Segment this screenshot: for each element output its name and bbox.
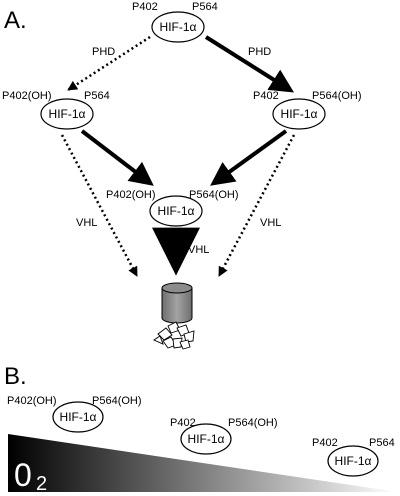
- node-right-protein: HIF-1α: [281, 107, 318, 121]
- state-high-oxygen: P402(OH) P564(OH) HIF-1α: [7, 395, 142, 433]
- node-right-residue-left: P402: [253, 90, 279, 102]
- peptide-fragments-icon: [153, 321, 195, 350]
- state-mid-oxygen: P402 P564(OH) HIF-1α: [170, 417, 278, 455]
- node-bottom-residue-left: P402(OH): [106, 189, 156, 201]
- state-2-protein: HIF-1α: [188, 432, 225, 446]
- arrow-right-to-proteasome: [217, 134, 296, 277]
- node-left: P402(OH) P564 HIF-1α: [2, 90, 110, 130]
- enzyme-label-right: PHD: [248, 46, 271, 58]
- state-1-residue-right: P564(OH): [92, 395, 142, 407]
- node-top-residue-right: P564: [192, 1, 218, 13]
- node-left-ellipse: [40, 98, 94, 130]
- state-2-residue-left: P402: [170, 417, 196, 429]
- node-right-ellipse: [272, 98, 326, 130]
- arrow-top-to-left: [67, 35, 151, 92]
- node-right-residue-right: P564(OH): [312, 90, 362, 102]
- arrow-left-to-bottom: [80, 129, 154, 186]
- node-bottom-residue-right: P564(OH): [189, 189, 239, 201]
- state-1-residue-left: P402(OH): [7, 395, 57, 407]
- ligase-label-left: VHL: [76, 217, 97, 229]
- state-3-residue-right: P564: [369, 437, 395, 449]
- ligase-label-center: VHL: [188, 244, 209, 256]
- node-top: P402 P564 HIF-1α: [132, 1, 218, 43]
- enzyme-label-left: PHD: [92, 46, 115, 58]
- node-right: P402 P564(OH) HIF-1α: [253, 90, 362, 130]
- panel-b-label: B.: [4, 363, 27, 390]
- state-low-oxygen: P402 P564 HIF-1α: [312, 437, 395, 477]
- panel-a-label: A.: [4, 7, 27, 34]
- state-3-protein: HIF-1α: [335, 454, 372, 468]
- proteasome-icon: [161, 282, 193, 324]
- node-bottom: P402(OH) P564(OH) HIF-1α: [106, 189, 239, 227]
- arrow-left-to-proteasome: [60, 134, 139, 277]
- state-1-protein: HIF-1α: [60, 410, 97, 424]
- node-left-residue-left: P402(OH): [2, 90, 52, 102]
- node-bottom-ellipse: [149, 195, 203, 227]
- node-top-ellipse: [151, 11, 205, 43]
- oxygen-label: 0: [14, 457, 32, 493]
- arrow-right-to-bottom: [210, 129, 288, 186]
- oxygen-gradient-wedge: [8, 434, 398, 492]
- state-3-residue-left: P402: [312, 437, 338, 449]
- ligase-label-right: VHL: [260, 217, 281, 229]
- node-top-protein: HIF-1α: [160, 20, 197, 34]
- arrow-top-to-right: [204, 35, 295, 93]
- state-1-ellipse: [52, 401, 104, 433]
- node-bottom-protein: HIF-1α: [158, 204, 195, 218]
- node-left-residue-right: P564: [84, 90, 110, 102]
- oxygen-label-subscript: 2: [36, 473, 47, 495]
- node-top-residue-left: P402: [132, 1, 158, 13]
- state-2-residue-right: P564(OH): [228, 417, 278, 429]
- state-2-ellipse: [180, 423, 232, 455]
- node-left-protein: HIF-1α: [49, 107, 86, 121]
- state-3-ellipse: [327, 445, 379, 477]
